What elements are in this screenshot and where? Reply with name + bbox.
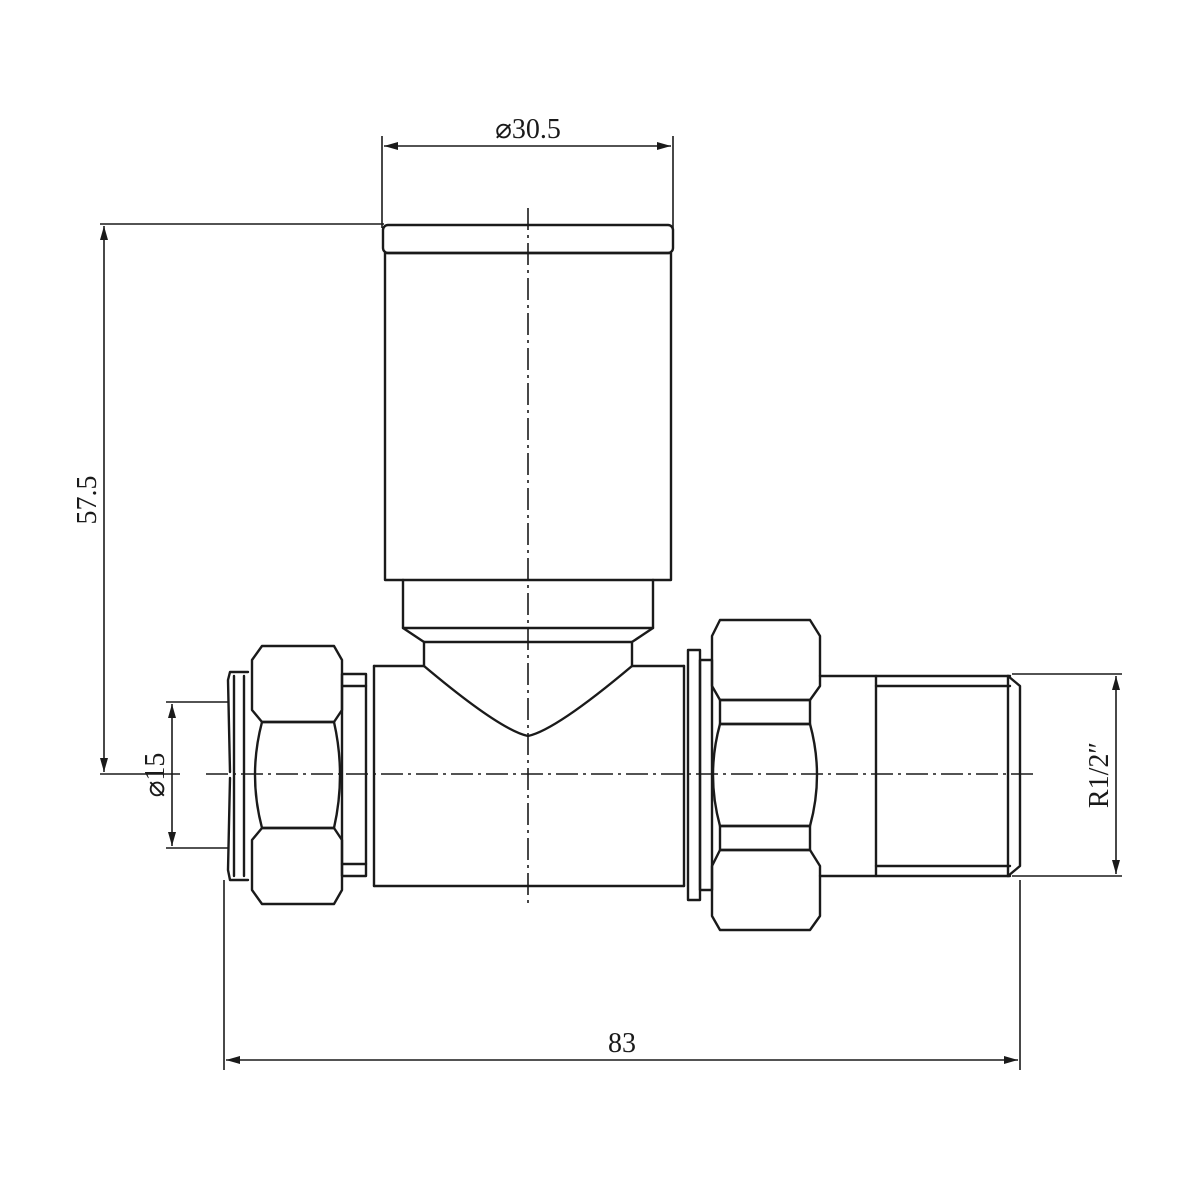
dimension-inlet-diameter: ⌀15 [140,701,228,849]
arrow-up-icon [1112,676,1120,690]
dimension-overall-length: 83 [223,880,1021,1070]
arrow-down-icon [100,758,108,772]
arrow-down-icon [1112,860,1120,874]
valve-body [372,664,686,888]
inlet-diameter-label: ⌀15 [140,753,171,798]
arrow-up-icon [168,704,176,718]
arrow-right-icon [1004,1056,1018,1064]
threaded-tail [818,674,1022,878]
arrow-right-icon [657,142,671,150]
arrow-left-icon [384,142,398,150]
right-union-nut [686,618,822,932]
arrow-left-icon [226,1056,240,1064]
left-compression-nut [226,644,368,906]
thread-label: R1/2″ [1084,742,1115,808]
arrow-up-icon [100,226,108,240]
arrow-down-icon [168,832,176,846]
dimension-height: 57.5 [72,223,384,775]
dimension-thread: R1/2″ [1012,673,1122,877]
overall-length-label: 83 [608,1028,636,1059]
dimension-head-diameter: ⌀30.5 [381,114,674,228]
height-label: 57.5 [72,476,103,525]
head-diameter-label: ⌀30.5 [495,114,561,145]
